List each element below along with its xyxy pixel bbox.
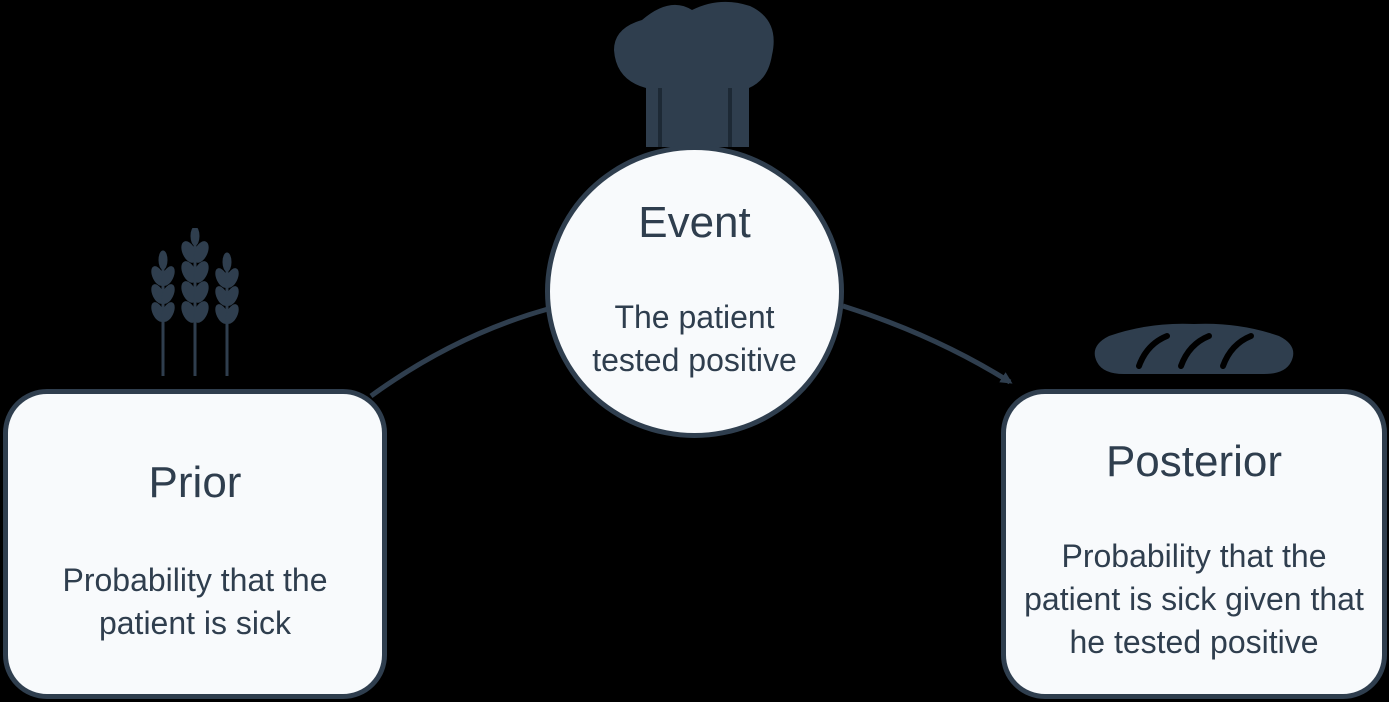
prior-description: Probability that the patient is sick [62,562,328,641]
event-node: Event The patient tested positive [545,145,844,438]
event-description: The patient tested positive [592,299,797,378]
event-to-posterior-arrow [842,303,1013,385]
bread-loaf-icon [1094,323,1294,374]
prior-to-event-connector [369,306,549,399]
posterior-node: Posterior Probability that the patient i… [1001,389,1387,699]
event-title: Event [638,198,751,247]
chef-hat-icon [614,1,774,148]
posterior-title: Posterior [1105,437,1283,486]
posterior-description: Probability that the patient is sick giv… [1024,538,1364,660]
wheat-icon [151,228,239,376]
prior-title: Prior [148,458,242,507]
prior-node: Prior Probability that the patient is si… [3,389,387,699]
